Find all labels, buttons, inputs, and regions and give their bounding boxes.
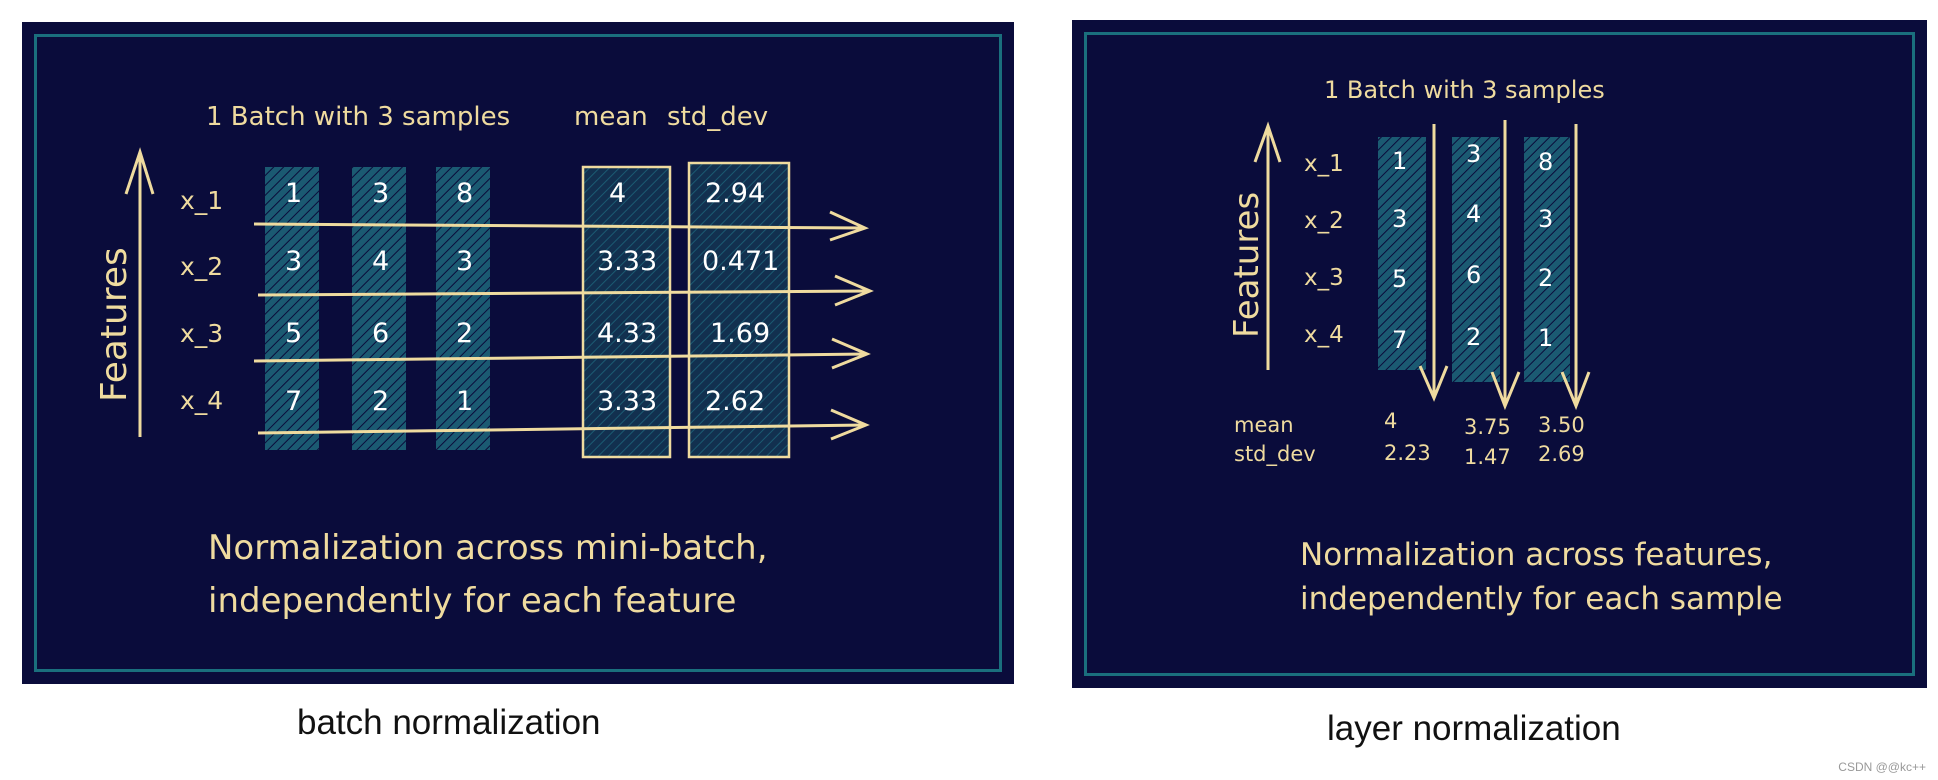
- note-line-1: Normalization across features,: [1300, 537, 1772, 573]
- sample-column-1: [1378, 137, 1426, 370]
- mean-value: 3.75: [1464, 415, 1511, 439]
- note-line-1: Normalization across mini-batch,: [208, 528, 768, 568]
- cell-value: 1: [285, 178, 302, 209]
- layer-norm-panel: 1 Batch with 3 samples Features x_1 x_2 …: [1072, 20, 1927, 688]
- std-column: [687, 161, 791, 459]
- std-value: 2.23: [1384, 441, 1431, 465]
- cell-value: 1: [456, 386, 473, 417]
- features-axis-arrowhead: [1253, 121, 1282, 163]
- cell-value: 5: [285, 318, 302, 349]
- mean-header: mean: [574, 102, 648, 132]
- sample-arrow: [1490, 120, 1521, 411]
- row-label-x2: x_2: [180, 252, 223, 281]
- sample-column-3: [1524, 137, 1570, 382]
- std-value: 1.47: [1464, 445, 1511, 469]
- batch-norm-diagram: 1 Batch with 3 samples mean std_dev Feat…: [94, 102, 874, 621]
- cell-value: 2: [1538, 264, 1553, 292]
- cell-value: 5: [1392, 265, 1407, 293]
- mean-value: 4: [609, 178, 626, 209]
- row-arrow: [253, 337, 871, 370]
- cell-value: 3: [1392, 205, 1407, 233]
- layer-header: 1 Batch with 3 samples: [1324, 76, 1605, 104]
- row-label-x3: x_3: [1304, 265, 1344, 291]
- batch-norm-panel: 1 Batch with 3 samples mean std_dev Feat…: [22, 22, 1014, 684]
- cell-value: 8: [456, 178, 473, 209]
- cell-value: 4: [1466, 200, 1481, 228]
- cell-value: 3: [372, 178, 389, 209]
- mean-value: 3.50: [1538, 413, 1585, 437]
- cell-value: 1: [1538, 324, 1553, 352]
- row-label-x3: x_3: [180, 319, 223, 348]
- cell-value: 3: [1538, 205, 1553, 233]
- row-label-x4: x_4: [180, 386, 223, 415]
- features-axis-label: Features: [1227, 192, 1267, 338]
- mean-value: 4: [1384, 409, 1397, 433]
- cell-value: 2: [372, 386, 389, 417]
- row-label-x1: x_1: [180, 186, 223, 215]
- sample-column-1: [265, 167, 319, 450]
- sample-column-2: [1452, 137, 1500, 382]
- batch-header: 1 Batch with 3 samples: [206, 102, 510, 132]
- layer-norm-caption: layer normalization: [1327, 709, 1621, 748]
- std-value: 2.69: [1538, 442, 1585, 466]
- std-value: 0.471: [702, 246, 779, 277]
- mean-value: 3.33: [597, 246, 657, 277]
- row-arrow: [257, 274, 874, 307]
- sample-column-2: [352, 167, 406, 450]
- features-axis-label: Features: [94, 247, 135, 402]
- cell-value: 7: [285, 386, 302, 417]
- std-value: 2.62: [705, 386, 765, 417]
- features-axis-arrowhead: [124, 147, 155, 195]
- row-label-x2: x_2: [1304, 208, 1344, 234]
- cell-value: 2: [456, 318, 473, 349]
- std-value: 1.69: [710, 318, 770, 349]
- watermark: CSDN @@kc++: [1838, 760, 1926, 774]
- cell-value: 1: [1392, 147, 1407, 175]
- row-arrow: [253, 210, 870, 242]
- note-line-2: independently for each feature: [208, 581, 736, 621]
- mean-row-label: mean: [1234, 413, 1294, 437]
- sample-arrow: [1560, 124, 1591, 411]
- cell-value: 8: [1538, 148, 1553, 176]
- std-row-label: std_dev: [1234, 442, 1316, 467]
- row-label-x1: x_1: [1304, 151, 1344, 177]
- std-header: std_dev: [667, 102, 768, 132]
- cell-value: 3: [1466, 140, 1481, 168]
- std-value: 2.94: [705, 178, 765, 209]
- mean-value: 3.33: [597, 386, 657, 417]
- mean-column: [581, 165, 672, 459]
- row-label-x4: x_4: [1304, 322, 1344, 348]
- layer-norm-diagram: 1 Batch with 3 samples Features x_1 x_2 …: [1227, 76, 1783, 617]
- cell-value: 4: [372, 246, 389, 277]
- row-arrow: [257, 408, 870, 441]
- sample-arrow: [1418, 124, 1449, 402]
- sample-column-3: [436, 167, 490, 450]
- cell-value: 3: [285, 246, 302, 277]
- batch-norm-caption: batch normalization: [297, 703, 601, 742]
- mean-value: 4.33: [597, 318, 657, 349]
- cell-value: 6: [372, 318, 389, 349]
- cell-value: 6: [1466, 261, 1481, 289]
- note-line-2: independently for each sample: [1300, 581, 1783, 617]
- cell-value: 3: [456, 246, 473, 277]
- cell-value: 7: [1392, 326, 1407, 354]
- cell-value: 2: [1466, 323, 1481, 351]
